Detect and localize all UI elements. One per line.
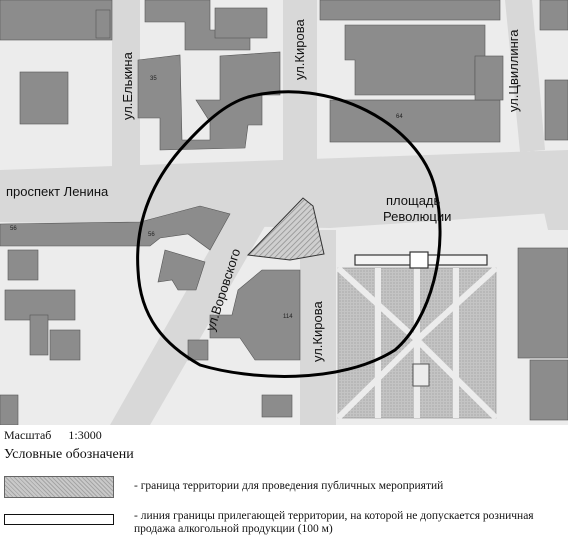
roads: [0, 0, 568, 425]
city-map: 35 64 56 56 114 ул.Елькина ул.Кирова ул.…: [0, 0, 568, 425]
fountain: [412, 363, 430, 387]
building: [529, 359, 568, 421]
road-tsvillinga: [505, 0, 545, 152]
building: [95, 9, 111, 39]
building-number: 114: [283, 314, 293, 320]
building: [157, 249, 206, 291]
legend-text: - граница территории для проведения публ…: [134, 480, 444, 492]
building-number: 35: [150, 76, 157, 82]
building: [7, 249, 39, 281]
street-label-elkina: ул.Елькина: [120, 51, 135, 120]
road-kirova-south: [300, 230, 336, 425]
building: [474, 55, 504, 101]
building: [187, 339, 209, 361]
square-label-line2: Революции: [383, 209, 451, 224]
building: [0, 394, 19, 425]
road-diagonal-east: [530, 150, 568, 230]
park-paths: [335, 265, 499, 421]
monument: [409, 251, 429, 269]
building: [214, 7, 268, 39]
building: [209, 269, 301, 361]
scale-label: Масштаб: [4, 428, 52, 442]
boundary-100m: [136, 90, 442, 378]
building: [49, 329, 81, 361]
building: [344, 24, 486, 96]
legend-line-swatch: [4, 514, 114, 525]
building: [19, 71, 69, 125]
building: [539, 0, 568, 31]
legend-text: - линия границы прилегающей территории, …: [134, 510, 534, 535]
building: [137, 51, 281, 151]
road-lenina: [0, 150, 568, 228]
building: [319, 0, 501, 21]
public-event-area: [246, 197, 325, 261]
map-scale: Масштаб 1:3000: [4, 428, 102, 443]
building-number: 56: [148, 232, 155, 238]
street-label-kirova-south: ул.Кирова: [310, 301, 325, 362]
road-vorovskogo: [110, 200, 272, 425]
road-elkina: [112, 0, 140, 170]
building: [261, 394, 293, 418]
legend-title: Условные обозначени: [4, 447, 134, 462]
scale-value: 1:3000: [68, 428, 102, 442]
building: [544, 79, 568, 141]
street-label-tsvillinga: ул.Цвиллинга: [506, 29, 521, 112]
street-label-kirova-north: ул.Кирова: [292, 19, 307, 80]
buildings: [0, 0, 568, 425]
building: [0, 0, 113, 41]
park: [335, 251, 499, 421]
building-number: 64: [396, 114, 403, 120]
building: [29, 314, 49, 356]
building: [0, 205, 231, 251]
street-label-lenina: проспект Ленина: [6, 184, 109, 199]
building: [517, 247, 568, 359]
road-kirova-north: [283, 0, 317, 170]
legend-hatch-swatch: [4, 476, 114, 498]
square-label-line1: площадь: [386, 193, 441, 208]
building-number: 56: [10, 226, 17, 232]
